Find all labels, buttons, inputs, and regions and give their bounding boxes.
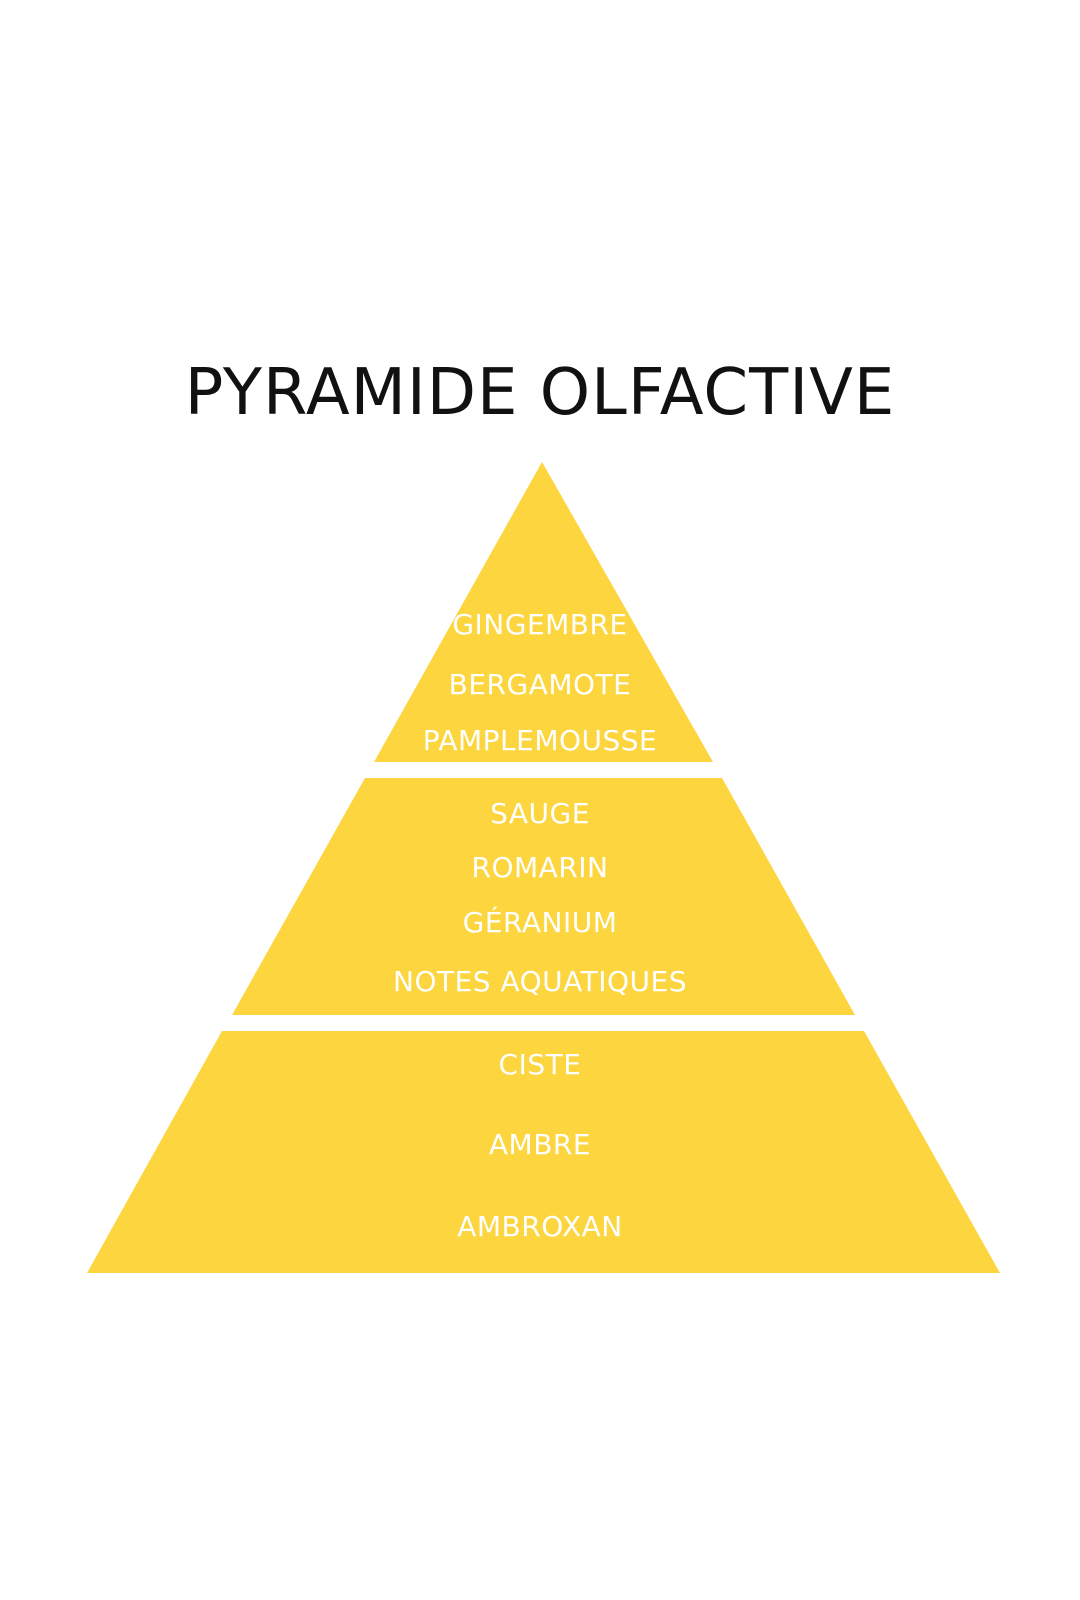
note-middle-3: GÉRANIUM [462,906,618,939]
note-middle-4: NOTES AQUATIQUES [393,965,687,998]
note-middle-1: SAUGE [490,797,590,830]
note-top-2: BERGAMOTE [448,668,632,701]
diagram-title: PYRAMIDE OLFACTIVE [184,356,896,430]
note-middle-2: ROMARIN [471,851,609,884]
note-bottom-1: CISTE [498,1048,582,1081]
pyramid-tier-top [374,462,713,762]
pyramid-tier-bottom [87,1031,1000,1273]
pyramid-tier-middle [232,778,855,1015]
note-top-3: PAMPLEMOUSSE [422,724,658,757]
note-bottom-2: AMBRE [488,1128,592,1161]
note-top-1: GINGEMBRE [452,608,628,641]
note-bottom-3: AMBROXAN [457,1210,623,1243]
